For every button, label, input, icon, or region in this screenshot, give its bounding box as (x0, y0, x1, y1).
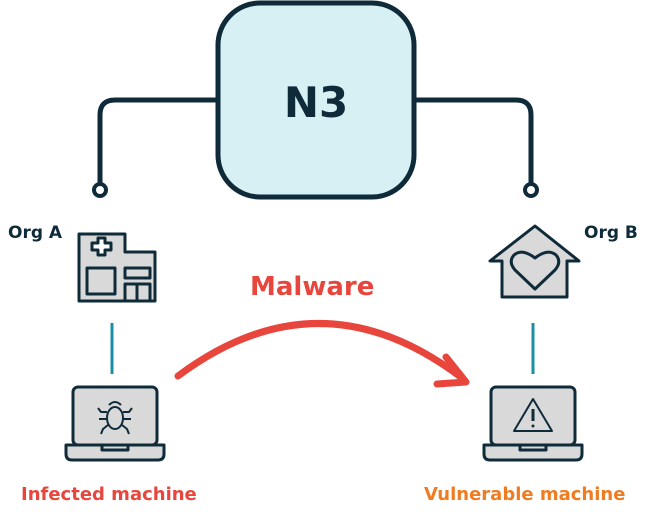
hub-label: N3 (283, 78, 349, 127)
connector-org-a (97, 97, 217, 184)
org-a-label: Org A (8, 223, 63, 243)
connector-node-org-a (92, 182, 108, 198)
connector-org-b (414, 97, 534, 184)
hospital-icon (77, 232, 157, 303)
vulnerable-machine-label: Vulnerable machine (424, 484, 626, 505)
house-heart-icon (488, 224, 581, 299)
laptop-warning-icon (482, 385, 584, 462)
laptop-bug-icon (64, 385, 166, 462)
hub-box (215, 0, 417, 200)
malware-label: Malware (250, 272, 375, 302)
infected-machine-label: Infected machine (21, 484, 197, 505)
malware-arrow (174, 320, 466, 382)
connector-node-org-b (523, 182, 539, 198)
org-b-label: Org B (584, 223, 638, 243)
malware-arrowhead (433, 353, 470, 388)
